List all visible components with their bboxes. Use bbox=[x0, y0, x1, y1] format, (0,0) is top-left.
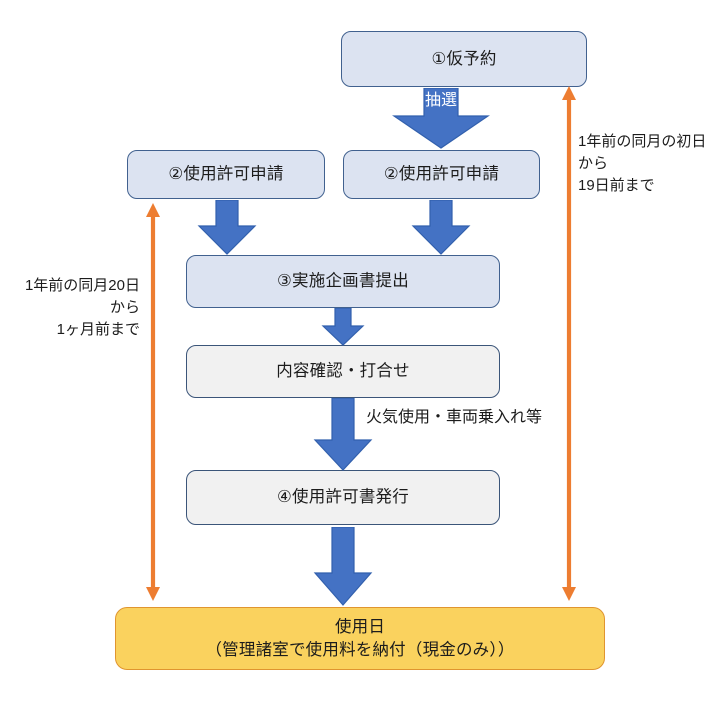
range-label-left-line3: 1ヶ月前まで bbox=[56, 320, 140, 338]
range-label-right-line3: 19日前まで bbox=[578, 176, 655, 194]
node-use-permit-application-right-label: ②使用許可申請 bbox=[383, 165, 500, 184]
node-provisional-reservation: ①仮予約 bbox=[341, 31, 587, 87]
edge-label-fire-vehicle-note: 火気使用・車両乗入れ等 bbox=[366, 409, 543, 426]
range-label-left-line2: から bbox=[109, 298, 140, 316]
range-arrow-right bbox=[558, 85, 580, 602]
range-label-left: 1年前の同月20日 から 1ヶ月前まで bbox=[0, 275, 140, 340]
range-label-right: 1年前の同月の初日 から 19日前まで bbox=[578, 131, 718, 196]
range-label-left-line1: 1年前の同月20日 bbox=[24, 277, 140, 294]
node-use-permit-application-right: ②使用許可申請 bbox=[343, 150, 540, 199]
arrow-plan-to-content-check bbox=[320, 308, 366, 347]
edge-label-lottery: 抽選 bbox=[424, 92, 457, 109]
node-plan-submission: ③実施企画書提出 bbox=[186, 255, 500, 308]
node-content-check-meeting: 内容確認・打合せ bbox=[186, 345, 500, 398]
node-usage-day-line2: （管理諸室で使用料を納付（現金のみ）） bbox=[205, 640, 515, 659]
arrow-content-check-to-permit bbox=[312, 398, 374, 472]
arrow-lottery-down bbox=[391, 88, 491, 150]
range-label-right-line1: 1年前の同月の初日 bbox=[578, 133, 707, 150]
node-usage-day-lines: 使用日 （管理諸室で使用料を納付（現金のみ）） bbox=[205, 616, 514, 661]
node-content-check-meeting-label: 内容確認・打合せ bbox=[276, 362, 410, 381]
node-usage-day-line1: 使用日 bbox=[334, 618, 386, 637]
node-permit-issued-label: ④使用許可書発行 bbox=[277, 488, 409, 507]
node-permit-issued: ④使用許可書発行 bbox=[186, 470, 500, 525]
arrow-left-application-to-plan bbox=[196, 200, 258, 256]
range-label-right-line2: から bbox=[578, 154, 609, 172]
node-use-permit-application-left: ②使用許可申請 bbox=[127, 150, 325, 199]
node-plan-submission-label: ③実施企画書提出 bbox=[277, 272, 409, 291]
node-provisional-reservation-label: ①仮予約 bbox=[431, 49, 497, 68]
arrow-right-application-to-plan bbox=[410, 200, 472, 256]
arrow-permit-to-usage-day bbox=[312, 527, 374, 607]
node-use-permit-application-left-label: ②使用許可申請 bbox=[168, 165, 284, 184]
node-usage-day: 使用日 （管理諸室で使用料を納付（現金のみ）） bbox=[115, 607, 605, 670]
range-arrow-left bbox=[142, 202, 164, 602]
